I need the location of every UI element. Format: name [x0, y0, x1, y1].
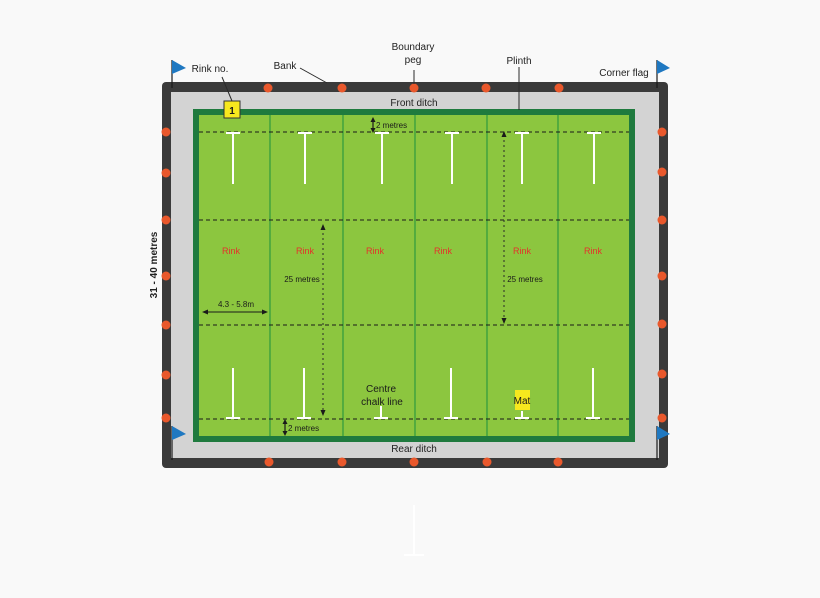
arrow-head: [320, 224, 326, 230]
rink-number-text: 1: [229, 106, 235, 117]
marker: [586, 368, 600, 419]
rink-label: Rink: [366, 246, 385, 256]
boundary-peg-icon: [481, 83, 491, 93]
rink-no-label: Rink no.: [192, 64, 229, 75]
boundary-peg-icon: [409, 83, 419, 93]
marker: [444, 368, 458, 419]
marker: [297, 368, 311, 419]
boundary-peg-icon: [161, 413, 171, 423]
boundary-peg-icon: [161, 271, 171, 281]
boundary-peg-icon: [657, 271, 667, 281]
rink-label: Rink: [222, 246, 241, 256]
arrow-head: [370, 128, 376, 133]
corner-flag-icon: [171, 426, 186, 460]
arrow-head: [501, 318, 507, 324]
boundary-peg-icon: [657, 369, 667, 379]
arrow-head: [262, 309, 268, 315]
rear-ditch-label: Rear ditch: [391, 444, 437, 455]
corner-flag-label: Corner flag: [599, 68, 648, 79]
boundary-peg-icon: [482, 457, 492, 467]
marker: [587, 132, 601, 184]
arrow-head: [370, 117, 376, 122]
corner-flags: [171, 60, 670, 460]
rink-length-label-left: 25 metres: [284, 275, 320, 284]
boundary-peg-icon: [161, 320, 171, 330]
centre-chalk-line-label-2: chalk line: [361, 397, 403, 408]
marker: [226, 132, 240, 184]
green-surface: [199, 115, 629, 436]
arrow-head: [282, 419, 288, 424]
bank-label: Bank: [274, 61, 298, 72]
boundary-peg-icon: [409, 457, 419, 467]
arrow-head: [202, 309, 208, 315]
markers-bottom: [226, 368, 600, 419]
arrow-head: [282, 431, 288, 436]
boundary-peg-icon: [657, 413, 667, 423]
boundary-peg-icon: [161, 215, 171, 225]
marker: [374, 406, 388, 419]
boundary-peg-icon: [337, 457, 347, 467]
corner-flag-icon: [656, 60, 670, 88]
marker: [445, 132, 459, 184]
rink-label: Rink: [434, 246, 453, 256]
boundary-peg-icon: [161, 168, 171, 178]
width-range-label: 31 - 40 metres: [149, 231, 160, 298]
boundary-peg-icon: [553, 457, 563, 467]
bank-pointer: [299, 67, 328, 84]
marker: [375, 132, 389, 184]
boundary-peg-icon: [657, 127, 667, 137]
mat: [515, 390, 530, 410]
boundary-peg-icon: [657, 215, 667, 225]
boundary-peg-icon: [337, 83, 347, 93]
markers-top: [226, 132, 601, 184]
boundary-peg-icon: [554, 83, 564, 93]
boundary-peg-icon: [657, 167, 667, 177]
plinth-label: Plinth: [506, 56, 531, 67]
stand-post: [404, 505, 424, 556]
boundary-peg-icon: [657, 319, 667, 329]
rink-label: Rink: [296, 246, 315, 256]
dashed-lines: [199, 131, 629, 420]
front-ditch-label: Front ditch: [390, 98, 437, 109]
corner-flag-icon: [171, 60, 186, 88]
marker: [298, 132, 312, 184]
boundary-peg-label-line1: Boundary: [392, 42, 435, 53]
boundary-pegs: [161, 83, 667, 467]
boundary-peg-icon: [161, 127, 171, 137]
rink-dividers: [269, 115, 559, 436]
corner-flag-icon: [656, 426, 670, 460]
boundary-peg-icon: [263, 83, 273, 93]
rink-length-label-right: 25 metres: [507, 275, 543, 284]
boundary-peg-icon: [161, 370, 171, 380]
arrow-head: [501, 131, 507, 137]
boundary-peg-icon: [264, 457, 274, 467]
arrow-head: [320, 410, 326, 416]
rink-label: Rink: [513, 246, 532, 256]
marker: [226, 368, 240, 419]
centre-chalk-line-label-1: Centre: [366, 384, 396, 395]
two-metre-label-bottom: 2 metres: [288, 424, 319, 433]
marker: [515, 411, 529, 419]
two-metre-label-top: 2 metres: [376, 121, 407, 130]
rink-no-pointer: [221, 76, 233, 102]
rink-width-label: 4.3 - 5.8m: [218, 300, 254, 309]
boundary-peg-label-line2: peg: [405, 55, 422, 66]
rink-number-badge: [223, 100, 241, 119]
rink-label: Rink: [584, 246, 603, 256]
marker: [515, 132, 529, 184]
mat-label: Mat: [514, 396, 531, 407]
